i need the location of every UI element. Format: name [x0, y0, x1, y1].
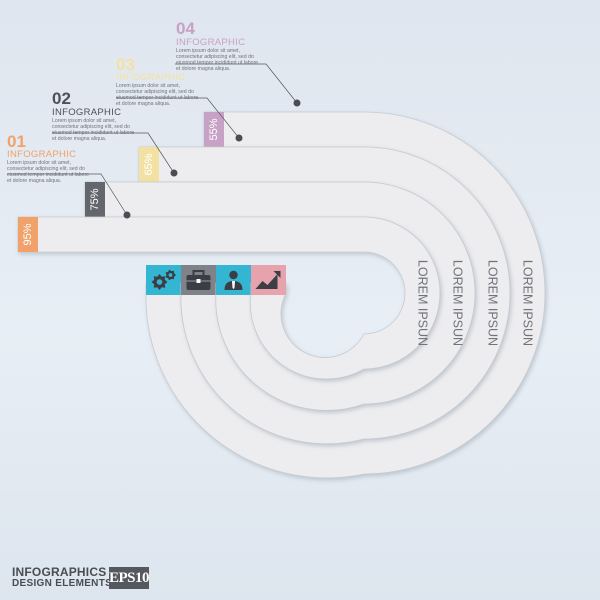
- band-step-01: [17, 216, 441, 380]
- arc-label-step-04: LOREM IPSUN: [521, 260, 535, 346]
- icon-tile-step-02: [216, 265, 251, 295]
- percent-label-step-01: 95%: [22, 223, 34, 245]
- step-02-number: 02: [52, 89, 71, 108]
- percent-label-step-03: 65%: [143, 153, 155, 175]
- step-02-title: INFOGRAPHIC: [52, 107, 122, 118]
- footer-title: INFOGRAPHICS: [12, 565, 107, 579]
- leader-line-step-04: [175, 63, 298, 104]
- arc-label-step-01: LOREM IPSUN: [416, 260, 430, 346]
- percent-label-step-04: 55%: [208, 118, 220, 140]
- eps-badge: EPS10: [109, 567, 150, 589]
- leader-dot-step-04: [293, 99, 301, 107]
- footer-subtitle: DESIGN ELEMENTS: [12, 578, 113, 589]
- arc-label-step-02: LOREM IPSUN: [451, 260, 465, 346]
- step-01-number: 01: [7, 132, 26, 151]
- step-04-description: Lorem ipsum dolor sit amet, consectetur …: [176, 48, 259, 72]
- step-03-number: 03: [116, 55, 135, 74]
- leader-line-step-01: [7, 173, 128, 216]
- step-03-title: INFOGRAPHIC: [116, 72, 186, 83]
- percent-tab-step-01: [18, 217, 38, 252]
- briefcase-icon: [186, 270, 211, 290]
- arc-label-step-03: LOREM IPSUN: [486, 260, 500, 346]
- step-02-description: Lorem ipsum dolor sit amet, consectetur …: [52, 118, 135, 142]
- step-01-title: INFOGRAPHIC: [7, 149, 77, 160]
- chart-growth-icon: [255, 271, 281, 289]
- step-01-description: Lorem ipsum dolor sit amet, consectetur …: [7, 160, 90, 184]
- leader-line-step-02: [52, 132, 175, 174]
- leader-line-step-03: [116, 97, 240, 139]
- leader-dot-step-01: [123, 211, 131, 219]
- percent-label-step-02: 75%: [89, 188, 101, 210]
- step-04-title: INFOGRAPHIC: [176, 37, 246, 48]
- step-03-description: Lorem ipsum dolor sit amet, consectetur …: [116, 83, 199, 107]
- percent-tab-step-03: [139, 147, 159, 182]
- percent-tab-step-02: [85, 182, 105, 217]
- percent-tab-step-04: [204, 112, 224, 147]
- gears-icon: [151, 269, 176, 290]
- leader-dot-step-02: [170, 169, 178, 177]
- leader-dot-step-03: [235, 134, 243, 142]
- step-04-number: 04: [176, 19, 195, 38]
- businessman-icon: [224, 270, 243, 290]
- icon-tile-step-01: [251, 265, 286, 295]
